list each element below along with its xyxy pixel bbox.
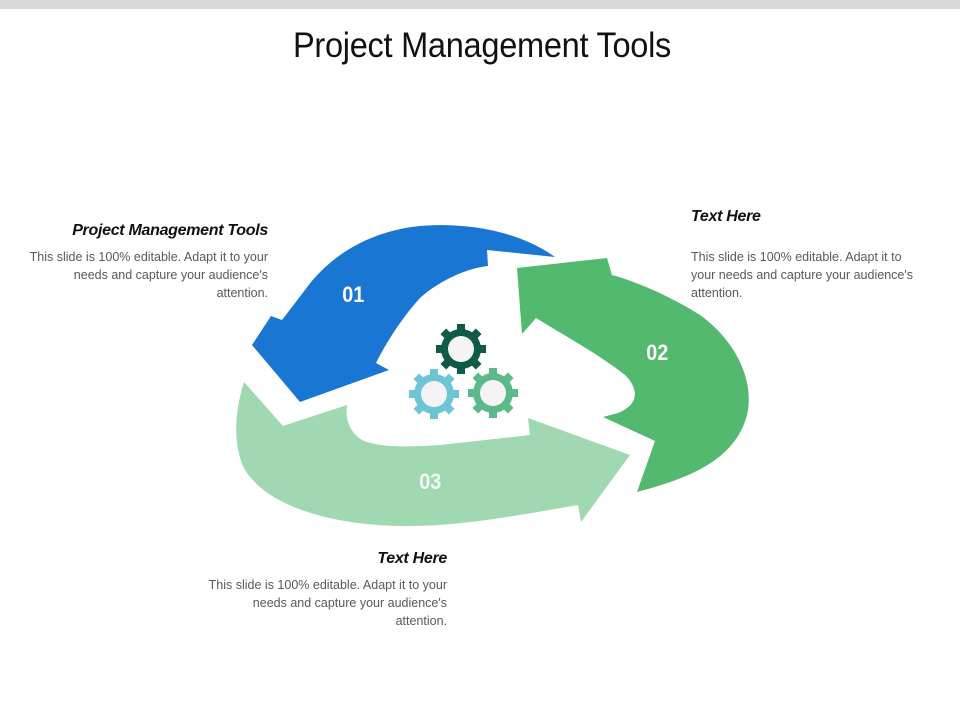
step-heading-01: Project Management Tools bbox=[72, 222, 268, 239]
page-title: Project Management Tools bbox=[292, 26, 672, 65]
step-number-03: 03 bbox=[419, 469, 442, 494]
top-bar bbox=[0, 0, 960, 9]
arrow-01 bbox=[252, 225, 555, 402]
gear-top-icon bbox=[436, 324, 486, 374]
gear-left-icon bbox=[409, 369, 459, 419]
text-block-02: Text Here This slide is 100% editable. A… bbox=[691, 208, 916, 302]
step-number-02: 02 bbox=[646, 340, 669, 365]
gears-icon bbox=[409, 324, 518, 419]
step-body-03: This slide is 100% editable. Adapt it to… bbox=[208, 578, 447, 628]
step-body-02: This slide is 100% editable. Adapt it to… bbox=[691, 250, 913, 300]
step-heading-02: Text Here bbox=[691, 208, 761, 225]
step-number-01: 01 bbox=[342, 282, 365, 307]
gear-right-icon bbox=[468, 368, 518, 418]
step-body-01: This slide is 100% editable. Adapt it to… bbox=[29, 250, 268, 300]
text-block-01: Project Management Tools This slide is 1… bbox=[28, 222, 269, 302]
arrow-02 bbox=[517, 258, 749, 492]
arrow-03 bbox=[236, 382, 630, 527]
text-block-03: Text Here This slide is 100% editable. A… bbox=[207, 550, 448, 630]
step-heading-03: Text Here bbox=[377, 550, 447, 567]
